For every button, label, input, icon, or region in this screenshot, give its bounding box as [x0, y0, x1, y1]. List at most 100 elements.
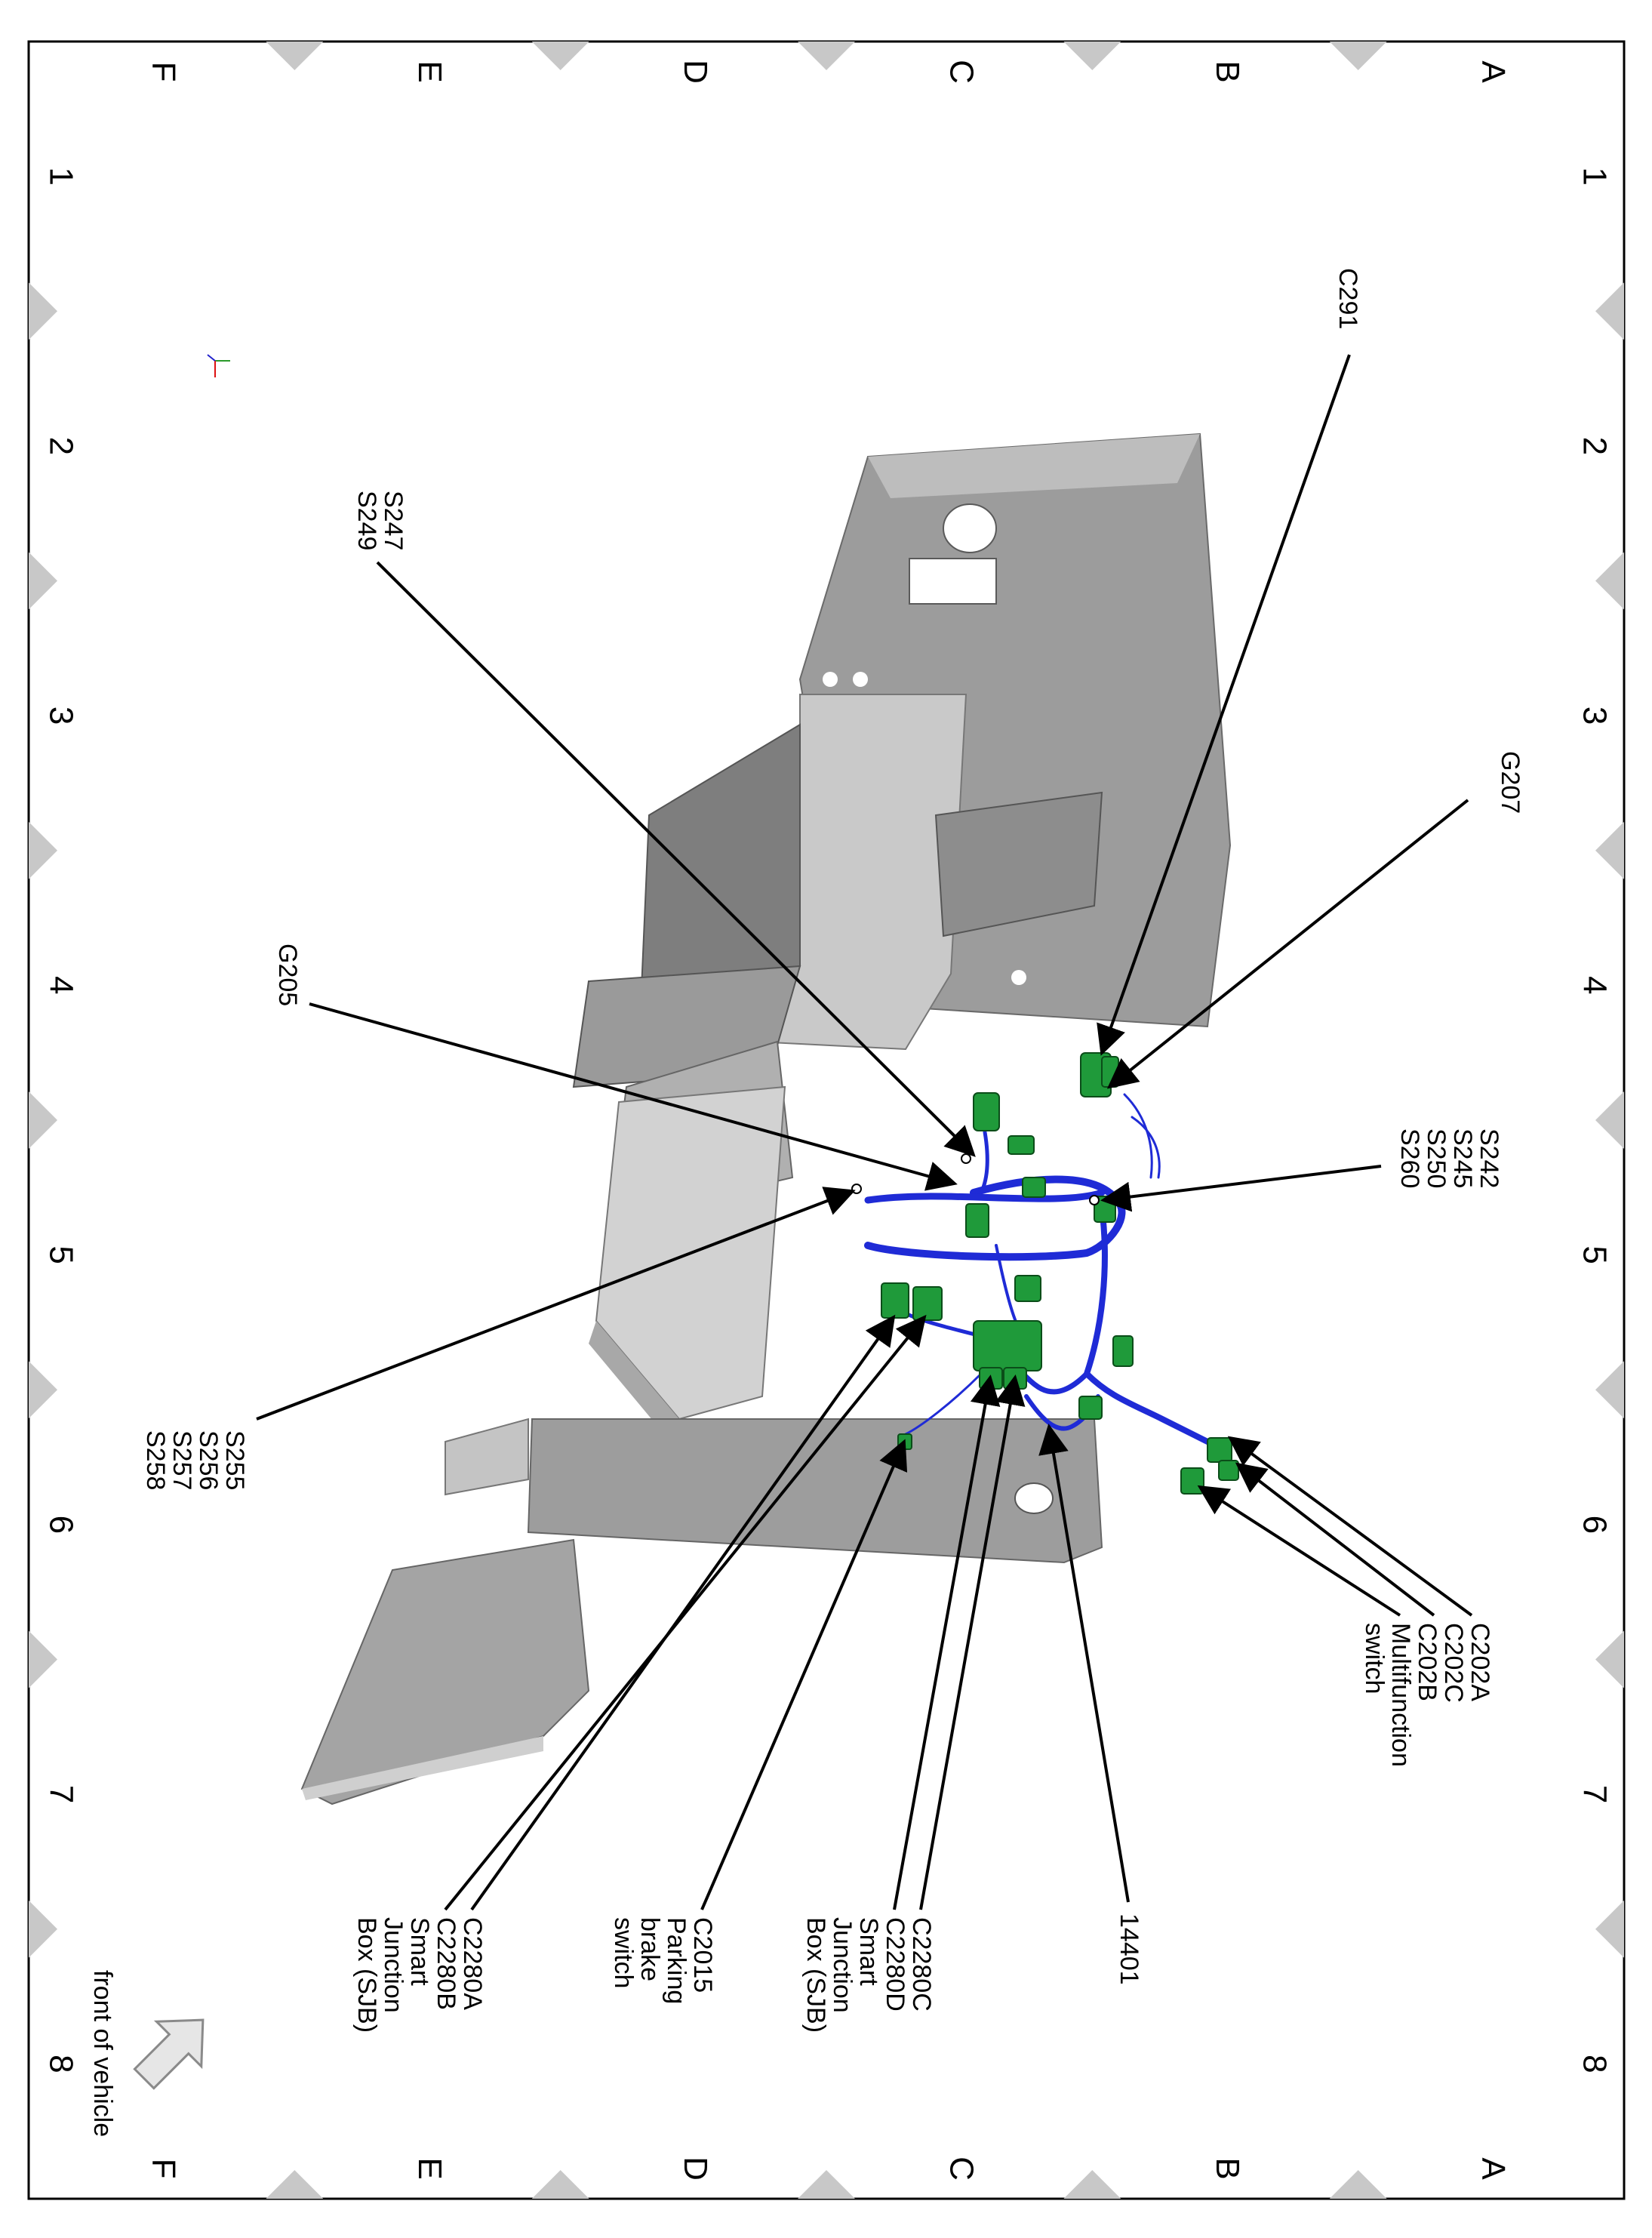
grid-letter-bottom: C — [943, 2156, 980, 2181]
label-junction-1: Junction — [828, 1917, 857, 2013]
border-marker — [29, 1091, 57, 1149]
label-smart-2: Smart — [405, 1917, 434, 1986]
harness-trunk — [864, 1175, 1126, 1261]
leader-lines — [256, 354, 1473, 1911]
label-parking: Parking — [662, 1917, 691, 2004]
border-marker — [266, 42, 324, 70]
label-c2280d: C2280D — [881, 1917, 909, 2012]
harness-trunk — [864, 1189, 1106, 1204]
border-marker — [531, 2170, 589, 2199]
border-marker — [1595, 1900, 1624, 1958]
border-marker — [531, 42, 589, 70]
border-marker — [1063, 2170, 1121, 2199]
grid-letter-top: E — [411, 60, 448, 82]
panel-hole — [1011, 970, 1026, 985]
grid-number-right: 8 — [1576, 2055, 1613, 2073]
grid-number-right: 2 — [1576, 437, 1613, 455]
harness-branch — [1131, 1116, 1161, 1179]
label-c2015: C2015 — [688, 1917, 717, 1993]
panel-hole-large — [943, 503, 997, 553]
border-marker — [29, 1630, 57, 1689]
floor-panel-rear — [527, 1418, 1103, 1564]
grid-letter-top: D — [677, 60, 714, 84]
console-tunnel-side — [589, 1321, 679, 1434]
label-s257: S257 — [168, 1430, 196, 1490]
border-marker — [1595, 282, 1624, 340]
border-marker — [1595, 1630, 1624, 1689]
label-c2280c: C2280C — [907, 1917, 936, 2012]
rear-floor-edge — [302, 1736, 543, 1800]
label-c291: C291 — [1334, 268, 1362, 329]
grid-number-right: 6 — [1576, 1516, 1613, 1534]
connector-c2280a — [881, 1282, 909, 1319]
border-marker — [1595, 821, 1624, 879]
grid-number-left: 5 — [42, 1245, 79, 1264]
seat-crossmember — [445, 1418, 529, 1496]
floor-panel-hole — [1014, 1482, 1054, 1514]
grid-number-left: 7 — [42, 1785, 79, 1803]
connector — [1014, 1275, 1041, 1302]
label-s256: S256 — [194, 1430, 223, 1490]
border-marker — [1329, 42, 1387, 70]
splice-s255 — [851, 1184, 862, 1194]
grid-number-left: 1 — [42, 167, 79, 185]
panel-hole — [823, 672, 838, 687]
connector-c2280b — [912, 1286, 943, 1321]
leader-c2280b — [444, 1314, 927, 1911]
border-marker — [29, 1900, 57, 1958]
connector — [1022, 1177, 1046, 1198]
harness-branch — [979, 1130, 989, 1195]
label-s258: S258 — [141, 1430, 170, 1490]
connector-smart-junction-box — [973, 1320, 1042, 1371]
grid-number-right: 1 — [1576, 167, 1613, 185]
leader-s247 — [376, 561, 976, 1157]
grid-number-left: 8 — [42, 2055, 79, 2073]
connector-c202c — [1218, 1460, 1239, 1481]
connector — [965, 1203, 989, 1238]
connector-c202b — [1180, 1467, 1204, 1495]
connector — [973, 1092, 1000, 1131]
label-multifunction: Multifunction — [1386, 1623, 1415, 1767]
leader-14401 — [1038, 1424, 1130, 1903]
label-c202a: C202A — [1466, 1623, 1494, 1701]
grid-number-left: 4 — [42, 976, 79, 994]
label-g207: G207 — [1496, 751, 1524, 814]
callout-labels: C291 G207 S247 S249 G205 S242 S245 S250 … — [88, 268, 1524, 2137]
border-marker — [266, 2170, 324, 2199]
connector-c2015 — [897, 1433, 912, 1450]
label-s249: S249 — [352, 491, 381, 550]
grid-letter-bottom: E — [411, 2157, 448, 2179]
border-marker — [1329, 2170, 1387, 2199]
border-marker — [1063, 42, 1121, 70]
grid-letter-top: F — [146, 62, 183, 82]
label-g205: G205 — [273, 944, 302, 1006]
border-marker — [29, 282, 57, 340]
label-switch-2: switch — [609, 1917, 638, 1988]
label-s255: S255 — [220, 1430, 249, 1490]
label-s245: S245 — [1448, 1128, 1477, 1188]
label-junction-2: Junction — [379, 1917, 408, 2013]
leader-c202c — [1235, 1462, 1435, 1617]
connector — [1008, 1135, 1035, 1155]
connector — [1078, 1396, 1103, 1420]
splice-s242 — [1089, 1195, 1100, 1205]
leader-c2280d — [893, 1375, 1001, 1910]
label-14401: 14401 — [1115, 1913, 1143, 1985]
border-marker — [29, 821, 57, 879]
label-c2280a: C2280A — [458, 1917, 487, 2010]
label-front-of-vehicle: front of vehicle — [88, 1970, 117, 2137]
grid-number-right: 3 — [1576, 706, 1613, 725]
border-marker — [1595, 1361, 1624, 1419]
harness-branch — [1084, 1205, 1211, 1445]
grid-letter-top: C — [943, 60, 980, 84]
leader-c2280a — [470, 1314, 896, 1911]
leader-s255 — [256, 1187, 856, 1421]
leader-c202a — [1227, 1436, 1473, 1617]
front-arrow-icon — [133, 2018, 205, 2090]
splice-s247 — [961, 1153, 971, 1164]
panel-opening — [909, 558, 997, 605]
panel-hole — [853, 672, 868, 687]
grid-letter-bottom: A — [1475, 2157, 1512, 2180]
axis-triad-icon — [207, 354, 230, 377]
